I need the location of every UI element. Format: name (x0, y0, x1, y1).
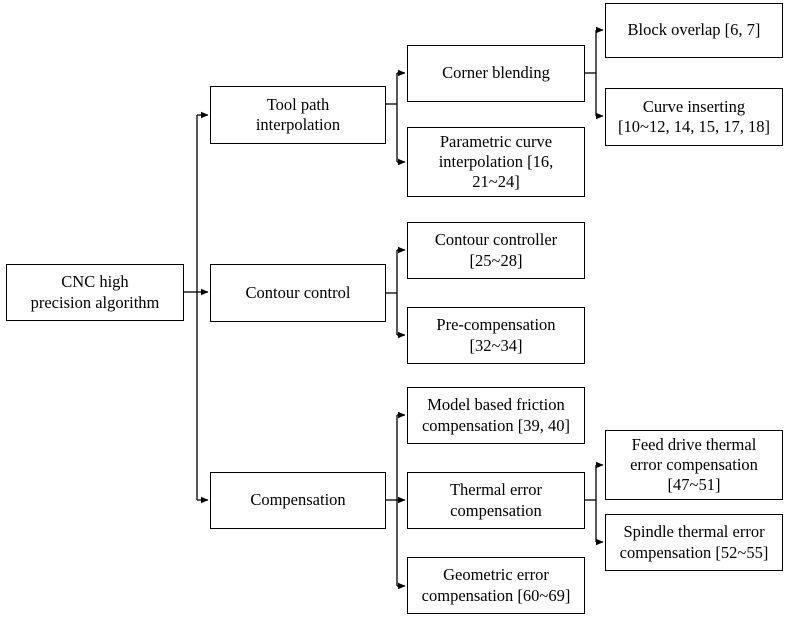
node-feed-drive-thermal: Feed drive thermal error compensation [4… (605, 430, 783, 500)
node-root: CNC high precision algorithm (6, 264, 184, 321)
node-corner-blending: Corner blending (407, 45, 585, 102)
node-curve-inserting: Curve inserting [10~12, 14, 15, 17, 18] (605, 88, 783, 146)
node-contour-controller: Contour controller [25~28] (407, 222, 585, 279)
node-tool-path-interpolation: Tool path interpolation (210, 86, 386, 144)
node-geometric-error-compensation: Geometric error compensation [60~69] (407, 557, 585, 614)
node-contour-control: Contour control (210, 264, 386, 322)
node-block-overlap: Block overlap [6, 7] (605, 3, 783, 58)
node-parametric-curve-interpolation: Parametric curve interpolation [16, 21~2… (407, 127, 585, 197)
node-thermal-error-compensation: Thermal error compensation (407, 472, 585, 529)
node-model-based-friction: Model based friction compensation [39, 4… (407, 387, 585, 444)
node-compensation: Compensation (210, 472, 386, 529)
node-spindle-thermal-error: Spindle thermal error compensation [52~5… (605, 514, 783, 571)
node-pre-compensation: Pre-compensation [32~34] (407, 307, 585, 364)
